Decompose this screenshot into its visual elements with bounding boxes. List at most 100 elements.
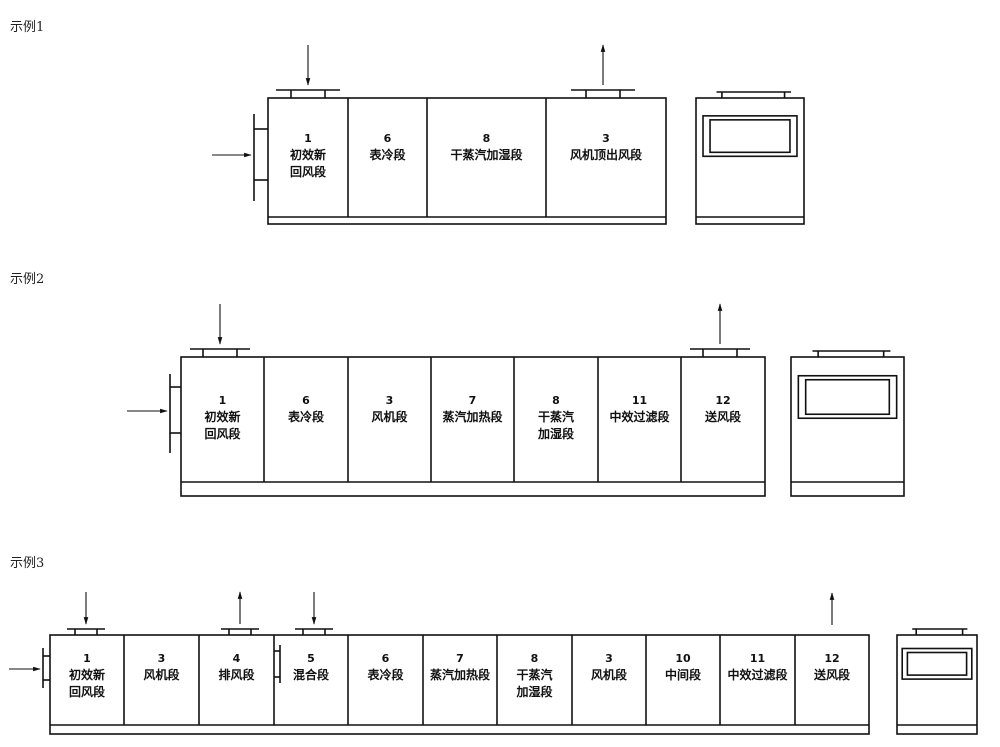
section-number: 1	[83, 652, 91, 665]
section: 8 干蒸汽加湿段	[496, 635, 553, 725]
section: 3 风机顶出风段	[545, 98, 643, 217]
section-name: 干蒸汽	[516, 667, 552, 682]
section-name: 表冷段	[366, 667, 404, 682]
access-window-frame	[901, 647, 973, 680]
side-intake-duct	[127, 374, 181, 453]
section: 10 中间段	[645, 635, 702, 725]
section: 5 混合段	[273, 635, 330, 725]
end-view-casing	[790, 356, 905, 497]
section-name: 送风段	[704, 409, 742, 424]
section: 3 风机段	[347, 357, 408, 482]
section-name: 中间段	[665, 667, 702, 682]
section-number: 6	[382, 652, 390, 665]
section-name: 回风段	[204, 426, 241, 441]
top-intake-duct	[276, 45, 340, 98]
section-name: 风机顶出风段	[570, 147, 643, 162]
section-name: 加湿段	[537, 426, 575, 441]
section-number: 5	[307, 652, 315, 665]
access-window-glass	[709, 119, 791, 154]
section: 6 表冷段	[347, 635, 404, 725]
section-number: 4	[233, 652, 241, 665]
section: 8 干蒸汽加湿段	[513, 357, 575, 482]
section-name: 干蒸汽加湿段	[450, 147, 523, 162]
example-caption: 示例2	[10, 272, 44, 287]
section: 11 中效过滤段	[719, 635, 788, 725]
unit-casing	[49, 634, 870, 735]
section-number: 1	[304, 132, 312, 145]
access-window-glass	[804, 378, 891, 416]
section-name: 初效新	[69, 667, 105, 682]
unit-casing	[267, 97, 667, 225]
section-number: 7	[469, 394, 477, 407]
top-intake-duct	[67, 592, 105, 635]
section-name: 加湿段	[515, 684, 553, 699]
unit-casing	[180, 356, 766, 497]
section-name: 干蒸汽	[538, 409, 574, 424]
side-intake-duct	[9, 648, 50, 688]
example-caption: 示例1	[10, 20, 44, 35]
section-number: 3	[602, 132, 610, 145]
section-name: 表冷段	[287, 409, 325, 424]
section-name: 初效新	[290, 147, 326, 162]
section-name: 蒸汽加热段	[442, 409, 503, 424]
top-outlet-duct	[571, 44, 635, 98]
section: 3 风机段	[123, 635, 180, 725]
section: 3 风机段	[571, 635, 628, 725]
top-outlet-duct	[690, 303, 750, 357]
section-name: 回风段	[290, 164, 327, 179]
section-number: 8	[531, 652, 539, 665]
example-caption: 示例3	[10, 556, 44, 571]
section-name: 风机段	[591, 667, 628, 682]
section-name: 混合段	[293, 667, 330, 682]
section-number: 3	[158, 652, 166, 665]
section-number: 10	[675, 652, 691, 665]
section-name: 风机段	[371, 409, 408, 424]
section-name: 风机段	[143, 667, 180, 682]
section-name: 初效新	[204, 409, 240, 424]
section: 4 排风段	[198, 635, 255, 725]
section: 12 送风段	[680, 357, 742, 482]
section-number: 8	[552, 394, 560, 407]
section-number: 12	[824, 652, 839, 665]
access-window-glass	[906, 651, 968, 676]
side-intake-duct	[212, 114, 268, 201]
section-name: 蒸汽加热段	[430, 667, 491, 682]
section-number: 3	[386, 394, 394, 407]
section-name: 表冷段	[368, 147, 406, 162]
section-name: 回风段	[69, 684, 106, 699]
end-view-casing	[695, 97, 805, 225]
section-number: 7	[456, 652, 464, 665]
top-outlet-duct	[221, 591, 259, 635]
section-name: 中效过滤段	[609, 409, 670, 424]
section-name: 中效过滤段	[727, 667, 788, 682]
top-intake-duct	[190, 304, 250, 357]
access-window-frame	[797, 374, 898, 420]
side-intake-duct	[274, 645, 281, 683]
end-view-casing	[896, 634, 978, 735]
section: 11 中效过滤段	[597, 357, 670, 482]
section-number: 12	[715, 394, 730, 407]
unit-end-view	[896, 628, 978, 735]
section-number: 1	[219, 394, 227, 407]
example-2: 示例2 1初效新回风段6表冷段3风机段7蒸汽加热段8干蒸汽加湿段11中效过滤段1…	[10, 272, 905, 497]
section-number: 11	[632, 394, 647, 407]
top-intake-duct	[295, 592, 333, 635]
section: 7 蒸汽加热段	[430, 357, 503, 482]
unit-end-view	[695, 91, 805, 225]
section: 7 蒸汽加热段	[422, 635, 491, 725]
section-number: 3	[605, 652, 613, 665]
section-name: 排风段	[218, 667, 255, 682]
section-number: 11	[750, 652, 765, 665]
